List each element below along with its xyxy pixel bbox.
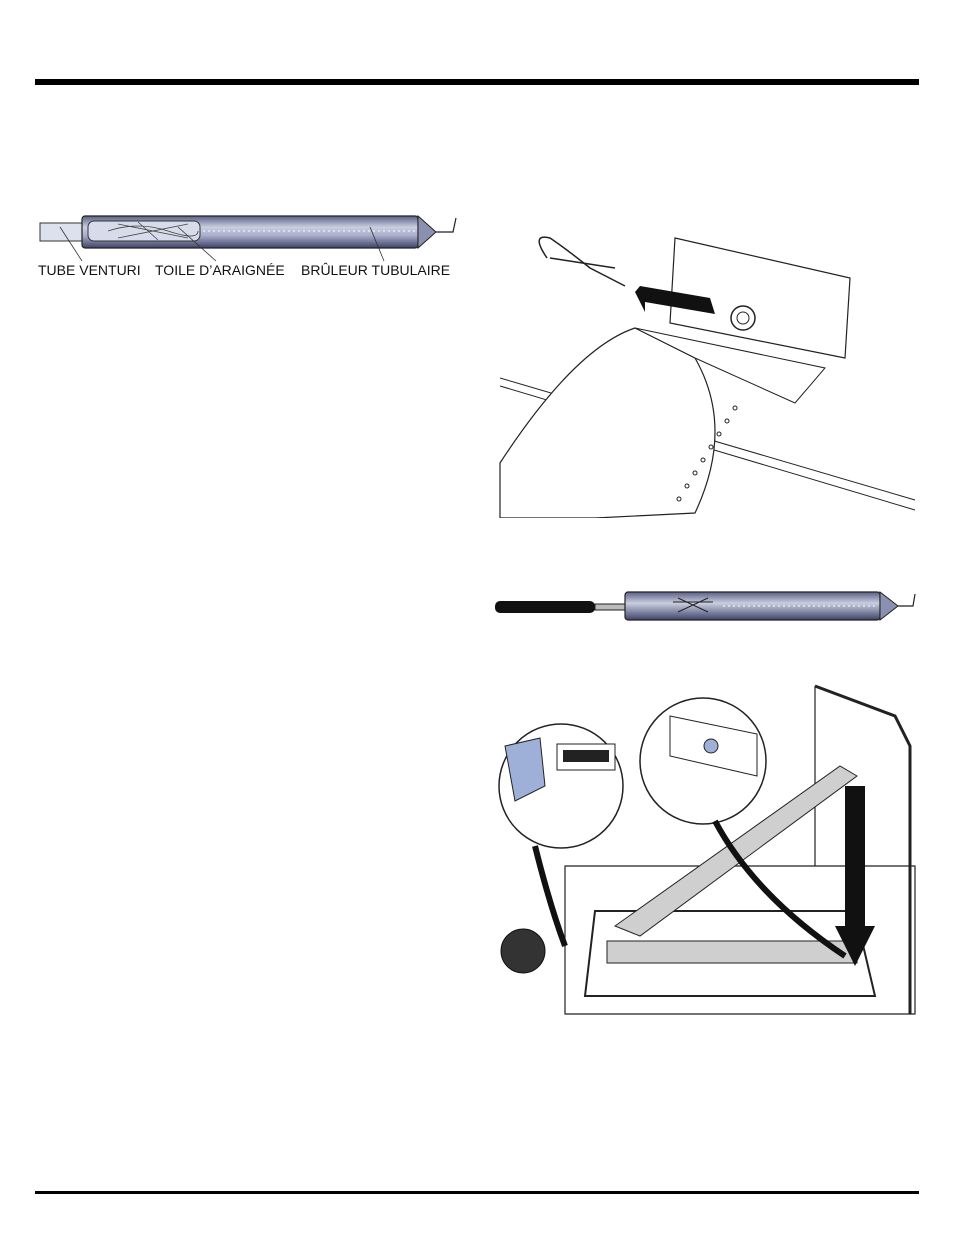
label-leader-lines: [59, 226, 385, 262]
top-rule: [35, 79, 919, 85]
hairpin-clip-removal-diagram: [499, 236, 916, 518]
burner-tube-diagram: [39, 214, 457, 250]
label-spider-web: TOILE D’ARAIGNÉE: [155, 262, 285, 278]
burner-installation-diagram: [498, 684, 916, 1015]
label-venturi-tube: TUBE VENTURI: [38, 262, 141, 278]
brush-cleaning-diagram: [495, 590, 916, 622]
bottom-rule: [35, 1191, 919, 1194]
label-tube-burner: BRÛLEUR TUBULAIRE: [301, 262, 451, 278]
